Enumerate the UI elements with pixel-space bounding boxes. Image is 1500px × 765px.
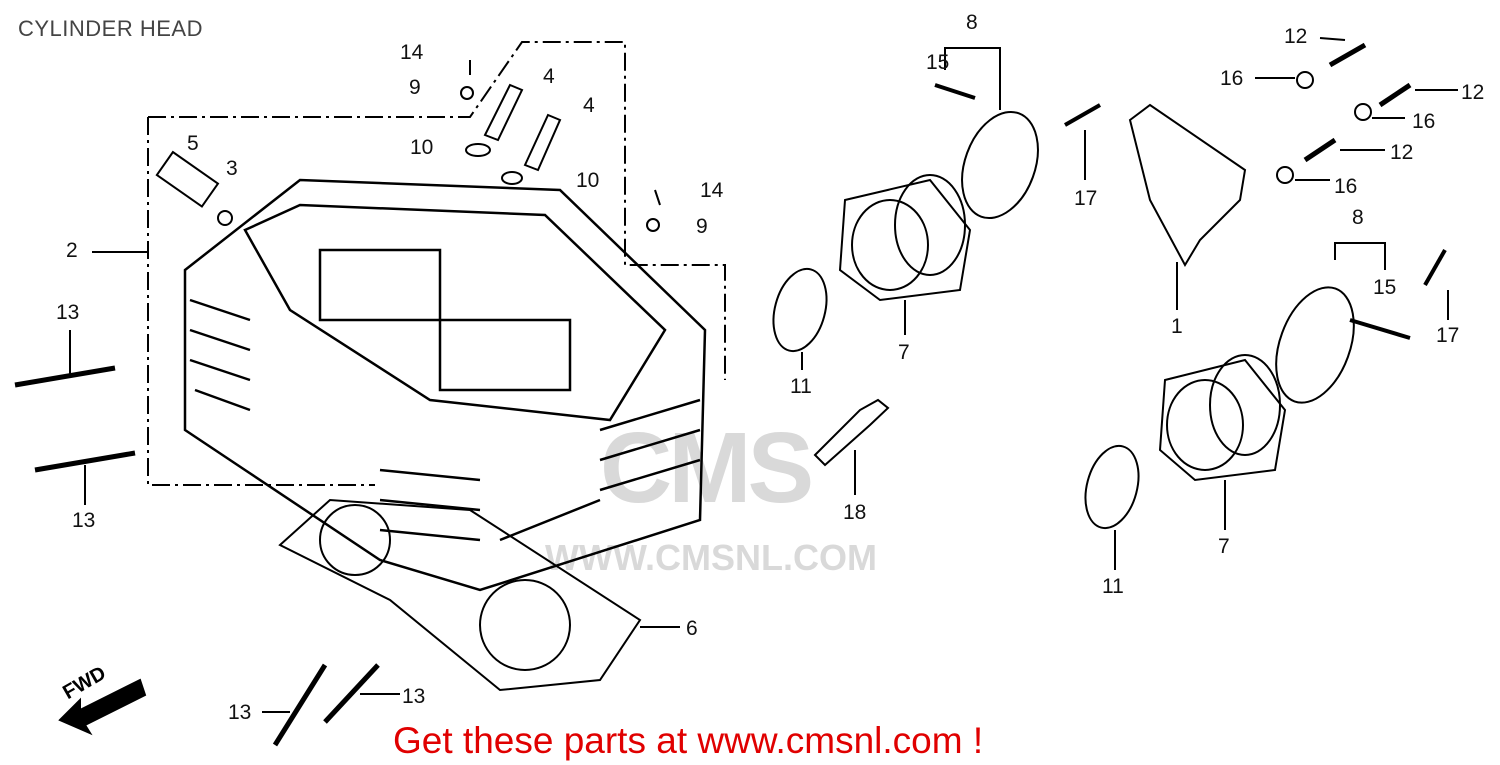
- callout-5[interactable]: 5: [187, 132, 199, 155]
- callout-15[interactable]: 15: [1373, 276, 1397, 299]
- watermark-url: WWW.CMSNL.COM: [545, 537, 877, 578]
- callout-16[interactable]: 16: [1334, 175, 1358, 198]
- callout-14[interactable]: 14: [400, 41, 424, 64]
- callout-12[interactable]: 12: [1390, 141, 1414, 164]
- callout-12[interactable]: 12: [1461, 81, 1485, 104]
- cover-plate: [1128, 103, 1247, 268]
- o-ring-left: [772, 267, 828, 353]
- callout-16[interactable]: 16: [1412, 110, 1436, 133]
- insulator-right: [1158, 354, 1287, 482]
- callout-4[interactable]: 4: [583, 94, 595, 117]
- callout-17[interactable]: 17: [1074, 187, 1098, 210]
- callout-13[interactable]: 13: [56, 301, 80, 324]
- callout-9[interactable]: 9: [696, 215, 708, 238]
- callout-7[interactable]: 7: [1218, 535, 1230, 558]
- callout-4[interactable]: 4: [543, 65, 555, 88]
- callout-1[interactable]: 1: [1171, 315, 1183, 338]
- callout-8[interactable]: 8: [1352, 206, 1364, 229]
- diagram-title: CYLINDER HEAD: [18, 16, 203, 41]
- callout-6[interactable]: 6: [686, 617, 698, 640]
- callout-13[interactable]: 13: [228, 701, 252, 724]
- callout-3[interactable]: 3: [226, 157, 238, 180]
- callout-11[interactable]: 11: [790, 375, 812, 398]
- callout-11[interactable]: 11: [1102, 575, 1124, 598]
- callout-17[interactable]: 17: [1436, 324, 1460, 347]
- cylinder-head: [183, 178, 707, 592]
- callout-18[interactable]: 18: [843, 501, 867, 524]
- footer-link[interactable]: Get these parts at www.cmsnl.com !: [393, 720, 984, 761]
- studs: [14, 365, 380, 747]
- callout-13[interactable]: 13: [402, 685, 426, 708]
- callout-14[interactable]: 14: [700, 179, 724, 202]
- callout-10[interactable]: 10: [576, 169, 600, 192]
- clamp-right: [1275, 286, 1355, 404]
- insulator-left: [838, 174, 972, 302]
- clamp-left: [961, 110, 1039, 220]
- fwd-arrow: [58, 678, 147, 736]
- callout-2[interactable]: 2: [66, 239, 78, 262]
- o-ring-right: [1084, 444, 1140, 530]
- callout-10[interactable]: 10: [410, 136, 434, 159]
- callout-13[interactable]: 13: [72, 509, 96, 532]
- callout-7[interactable]: 7: [898, 341, 910, 364]
- spark-plug: [813, 398, 890, 467]
- watermark-logo: CMS: [600, 412, 814, 524]
- callout-12[interactable]: 12: [1284, 25, 1308, 48]
- callout-15[interactable]: 15: [926, 51, 950, 74]
- group-outline-top: [148, 41, 726, 380]
- callout-8[interactable]: 8: [966, 11, 978, 34]
- callout-9[interactable]: 9: [409, 76, 421, 99]
- callout-16[interactable]: 16: [1220, 67, 1244, 90]
- group-outline-head: [147, 117, 375, 486]
- head-gasket: [278, 498, 642, 692]
